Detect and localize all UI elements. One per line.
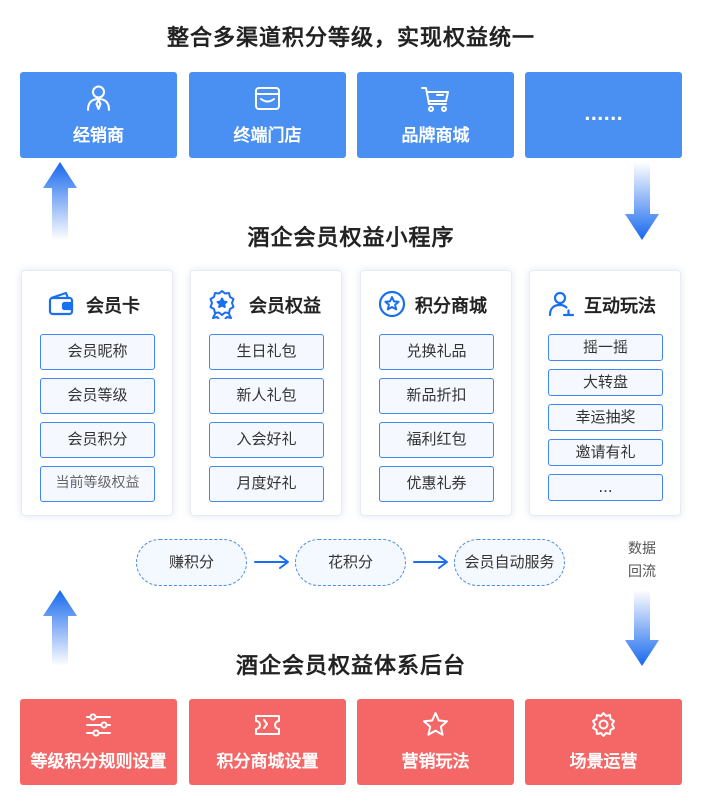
backend-label: 积分商城设置 xyxy=(216,752,319,772)
backend-scene-operation: 场景运营 xyxy=(525,699,682,785)
flow-arrow-icon xyxy=(254,555,289,569)
card-title: 会员卡 xyxy=(86,296,140,317)
channel-more-ellipsis: ...... xyxy=(584,105,623,125)
channel-label: 终端门店 xyxy=(233,126,302,146)
card-item: 优惠礼券 xyxy=(379,466,494,502)
card-item: 当前等级权益 xyxy=(40,466,155,502)
card-item: ... xyxy=(548,474,663,501)
backend-marketing-play: 营销玩法 xyxy=(357,699,514,785)
card-item: 新品折扣 xyxy=(379,378,494,414)
backend-points-mall-settings: 积分商城设置 xyxy=(189,699,346,785)
card-item: 生日礼包 xyxy=(209,334,324,370)
shopping-cart-icon xyxy=(421,87,449,112)
flow-auto-service: 会员自动服务 xyxy=(454,539,565,586)
backend-label: 营销玩法 xyxy=(401,752,470,772)
card-interactive-play: 互动玩法 摇一摇 大转盘 幸运抽奖 邀请有礼 ... xyxy=(529,270,681,516)
card-title: 互动玩法 xyxy=(584,296,656,317)
card-item: 月度好礼 xyxy=(209,466,324,502)
card-item: 新人礼包 xyxy=(209,378,324,414)
card-item: 摇一摇 xyxy=(548,334,663,361)
card-member-card: 会员卡 会员昵称 会员等级 会员积分 当前等级权益 xyxy=(21,270,173,516)
channel-label: 经销商 xyxy=(73,126,124,146)
bottom-title: 酒企会员权益体系后台 xyxy=(235,654,466,679)
gear-icon xyxy=(592,712,615,737)
backend-level-points-rules: 等级积分规则设置 xyxy=(20,699,177,785)
backend-label: 等级积分规则设置 xyxy=(30,752,167,772)
ticket-icon xyxy=(255,715,280,735)
person-tie-icon xyxy=(87,85,110,111)
channel-dealer: 经销商 xyxy=(20,72,177,158)
backend-label: 场景运营 xyxy=(569,752,638,772)
channel-mall: 品牌商城 xyxy=(357,72,514,158)
storefront-icon xyxy=(255,87,280,110)
middle-title: 酒企会员权益小程序 xyxy=(247,226,455,251)
flow-arrow-icon xyxy=(413,555,448,569)
arrow-up-left-top xyxy=(43,162,77,240)
arrow-down-right-bottom xyxy=(625,590,659,666)
data-backflow-label: 数据 回流 xyxy=(628,541,656,580)
people-icon xyxy=(548,291,575,317)
channel-more: ...... xyxy=(525,72,682,158)
channel-label: 品牌商城 xyxy=(401,126,470,146)
card-item: 会员积分 xyxy=(40,422,155,458)
card-title: 会员权益 xyxy=(249,296,321,317)
card-item: 大转盘 xyxy=(548,369,663,396)
star-outline-icon xyxy=(423,712,448,736)
flow-spend-points: 花积分 xyxy=(295,539,406,586)
card-item: 福利红包 xyxy=(379,422,494,458)
arrow-down-right-top xyxy=(625,162,659,240)
card-title: 积分商城 xyxy=(415,296,487,317)
card-item: 幸运抽奖 xyxy=(548,404,663,431)
card-item: 兑换礼品 xyxy=(379,334,494,370)
wallet-icon xyxy=(48,291,74,316)
card-item: 邀请有礼 xyxy=(548,439,663,466)
award-badge-icon xyxy=(209,290,235,319)
card-item: 会员等级 xyxy=(40,378,155,414)
star-circle-icon xyxy=(378,290,406,318)
card-member-benefits: 会员权益 生日礼包 新人礼包 入会好礼 月度好礼 xyxy=(190,270,342,516)
sliders-icon xyxy=(86,713,111,737)
card-item: 入会好礼 xyxy=(209,422,324,458)
top-title: 整合多渠道积分等级，实现权益统一 xyxy=(166,26,535,51)
card-item: 会员昵称 xyxy=(40,334,155,370)
card-points-mall: 积分商城 兑换礼品 新品折扣 福利红包 优惠礼券 xyxy=(360,270,512,516)
flow-earn-points: 赚积分 xyxy=(136,539,247,586)
arrow-up-left-bottom xyxy=(43,590,77,666)
channel-store: 终端门店 xyxy=(189,72,346,158)
